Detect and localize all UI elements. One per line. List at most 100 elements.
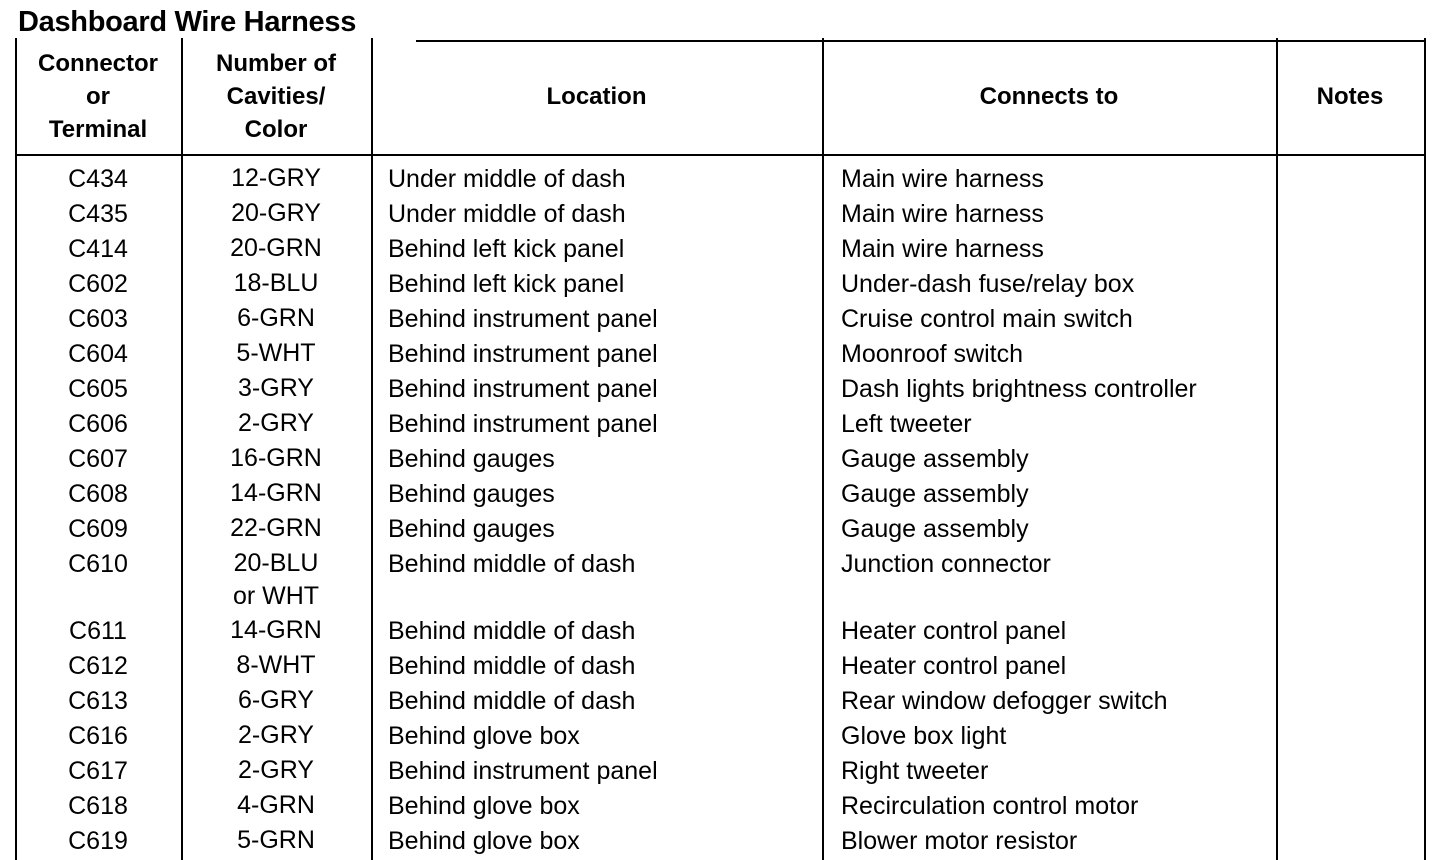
connector-cell: C607 xyxy=(68,445,128,473)
cavities-cell: 18-BLU xyxy=(233,269,319,297)
table-row: C613 6-GRY Behind middle of dash Rear wi… xyxy=(15,684,1426,719)
location-cell: Behind instrument panel xyxy=(388,757,658,785)
connector-cell: C435 xyxy=(68,200,128,228)
header-rule xyxy=(15,154,1426,156)
cavities-cell: 14-GRN xyxy=(230,616,322,644)
connector-cell: C606 xyxy=(68,410,128,438)
location-cell: Behind gauges xyxy=(388,515,555,543)
cavities-cell: 14-GRN xyxy=(230,479,322,507)
location-cell: Behind middle of dash xyxy=(388,550,636,578)
connects-to-cell: Under-dash fuse/relay box xyxy=(841,270,1135,298)
header-connects-to-label: Connects to xyxy=(979,82,1119,110)
table-row: C607 16-GRN Behind gauges Gauge assembly xyxy=(15,442,1426,477)
connector-cell: C609 xyxy=(68,515,128,543)
cavities-cell: 2-GRY xyxy=(238,756,314,784)
connector-cell: C605 xyxy=(68,375,128,403)
cavities-cell: 20-BLU or WHT xyxy=(232,549,320,610)
connects-to-cell: Rear window defogger switch xyxy=(841,687,1168,715)
table-body: C434 12-GRY Under middle of dash Main wi… xyxy=(15,162,1426,859)
cavities-cell: 22-GRN xyxy=(230,514,322,542)
column-divider-3 xyxy=(822,38,824,860)
cavities-cell: 5-GRN xyxy=(237,826,315,854)
cavities-cell: 2-GRY xyxy=(238,721,314,749)
connects-to-cell: Cruise control main switch xyxy=(841,305,1133,333)
table-row: C616 2-GRY Behind glove box Glove box li… xyxy=(15,719,1426,754)
table-border-right xyxy=(1424,38,1426,860)
cavities-cell: 12-GRY xyxy=(231,164,321,192)
connector-cell: C610 xyxy=(68,550,128,578)
cavities-cell: 20-GRY xyxy=(231,199,321,227)
table-row: C612 8-WHT Behind middle of dash Heater … xyxy=(15,649,1426,684)
connects-to-cell: Gauge assembly xyxy=(841,515,1029,543)
connects-to-cell: Recirculation control motor xyxy=(841,792,1139,820)
connects-to-cell: Left tweeter xyxy=(841,410,972,438)
title-underline xyxy=(416,40,1426,42)
connector-cell: C618 xyxy=(68,792,128,820)
cavities-cell: 8-WHT xyxy=(236,651,316,679)
location-cell: Behind instrument panel xyxy=(388,375,658,403)
cavities-cell: 6-GRY xyxy=(238,686,314,714)
connects-to-cell: Heater control panel xyxy=(841,652,1067,680)
table-row: C434 12-GRY Under middle of dash Main wi… xyxy=(15,162,1426,197)
connects-to-cell: Junction connector xyxy=(841,550,1051,578)
connector-cell: C604 xyxy=(68,340,128,368)
header-notes: Notes xyxy=(1276,38,1424,154)
table-row: C414 20-GRN Behind left kick panel Main … xyxy=(15,232,1426,267)
table-row: C610 20-BLU or WHT Behind middle of dash… xyxy=(15,547,1426,614)
cavities-cell: 20-GRN xyxy=(230,234,322,262)
connects-to-cell: Main wire harness xyxy=(841,200,1044,228)
page-title: Dashboard Wire Harness xyxy=(18,6,357,38)
connector-cell: C611 xyxy=(69,617,127,645)
table-row: C604 5-WHT Behind instrument panel Moonr… xyxy=(15,337,1426,372)
header-connector-label: Connector or Terminal xyxy=(38,49,158,143)
connects-to-cell: Right tweeter xyxy=(841,757,989,785)
location-cell: Under middle of dash xyxy=(388,165,626,193)
cavities-cell: 5-WHT xyxy=(236,339,316,367)
location-cell: Behind left kick panel xyxy=(388,235,625,263)
location-cell: Behind middle of dash xyxy=(388,617,636,645)
connects-to-cell: Gauge assembly xyxy=(841,445,1029,473)
cavities-cell: 2-GRY xyxy=(238,409,314,437)
table-row: C605 3-GRY Behind instrument panel Dash … xyxy=(15,372,1426,407)
connects-to-cell: Blower motor resistor xyxy=(841,827,1078,855)
header-location-label: Location xyxy=(546,82,647,110)
header-connector: Connector or Terminal xyxy=(15,38,181,154)
header-location: Location xyxy=(371,38,822,154)
header-connects-to: Connects to xyxy=(822,38,1276,154)
column-divider-4 xyxy=(1276,38,1278,860)
table-row: C618 4-GRN Behind glove box Recirculatio… xyxy=(15,789,1426,824)
connects-to-cell: Glove box light xyxy=(841,722,1007,750)
connects-to-cell: Heater control panel xyxy=(841,617,1067,645)
connector-cell: C602 xyxy=(68,270,128,298)
connector-cell: C603 xyxy=(68,305,128,333)
header-cavities-label: Number of Cavities/ Color xyxy=(216,49,336,143)
location-cell: Behind gauges xyxy=(388,445,555,473)
location-cell: Behind middle of dash xyxy=(388,652,636,680)
location-cell: Behind middle of dash xyxy=(388,687,636,715)
table-row: C603 6-GRN Behind instrument panel Cruis… xyxy=(15,302,1426,337)
cavities-cell: 4-GRN xyxy=(237,791,315,819)
location-cell: Under middle of dash xyxy=(388,200,626,228)
connects-to-cell: Main wire harness xyxy=(841,165,1044,193)
table-row: C611 14-GRN Behind middle of dash Heater… xyxy=(15,614,1426,649)
location-cell: Behind glove box xyxy=(388,792,580,820)
table-row: C609 22-GRN Behind gauges Gauge assembly xyxy=(15,512,1426,547)
connector-cell: C612 xyxy=(68,652,128,680)
title-row: Dashboard Wire Harness xyxy=(18,4,1426,42)
connects-to-cell: Dash lights brightness controller xyxy=(841,375,1197,403)
connects-to-cell: Main wire harness xyxy=(841,235,1044,263)
header-cavities: Number of Cavities/ Color xyxy=(181,38,371,154)
connector-cell: C616 xyxy=(68,722,128,750)
cavities-cell: 16-GRN xyxy=(230,444,322,472)
location-cell: Behind instrument panel xyxy=(388,305,658,333)
connector-cell: C617 xyxy=(68,757,128,785)
location-cell: Behind instrument panel xyxy=(388,410,658,438)
cavities-cell: 6-GRN xyxy=(237,304,315,332)
location-cell: Behind left kick panel xyxy=(388,270,625,298)
location-cell: Behind instrument panel xyxy=(388,340,658,368)
connector-cell: C434 xyxy=(68,165,128,193)
table-row: C619 5-GRN Behind glove box Blower motor… xyxy=(15,824,1426,859)
connects-to-cell: Moonroof switch xyxy=(841,340,1024,368)
connects-to-cell: Gauge assembly xyxy=(841,480,1029,508)
